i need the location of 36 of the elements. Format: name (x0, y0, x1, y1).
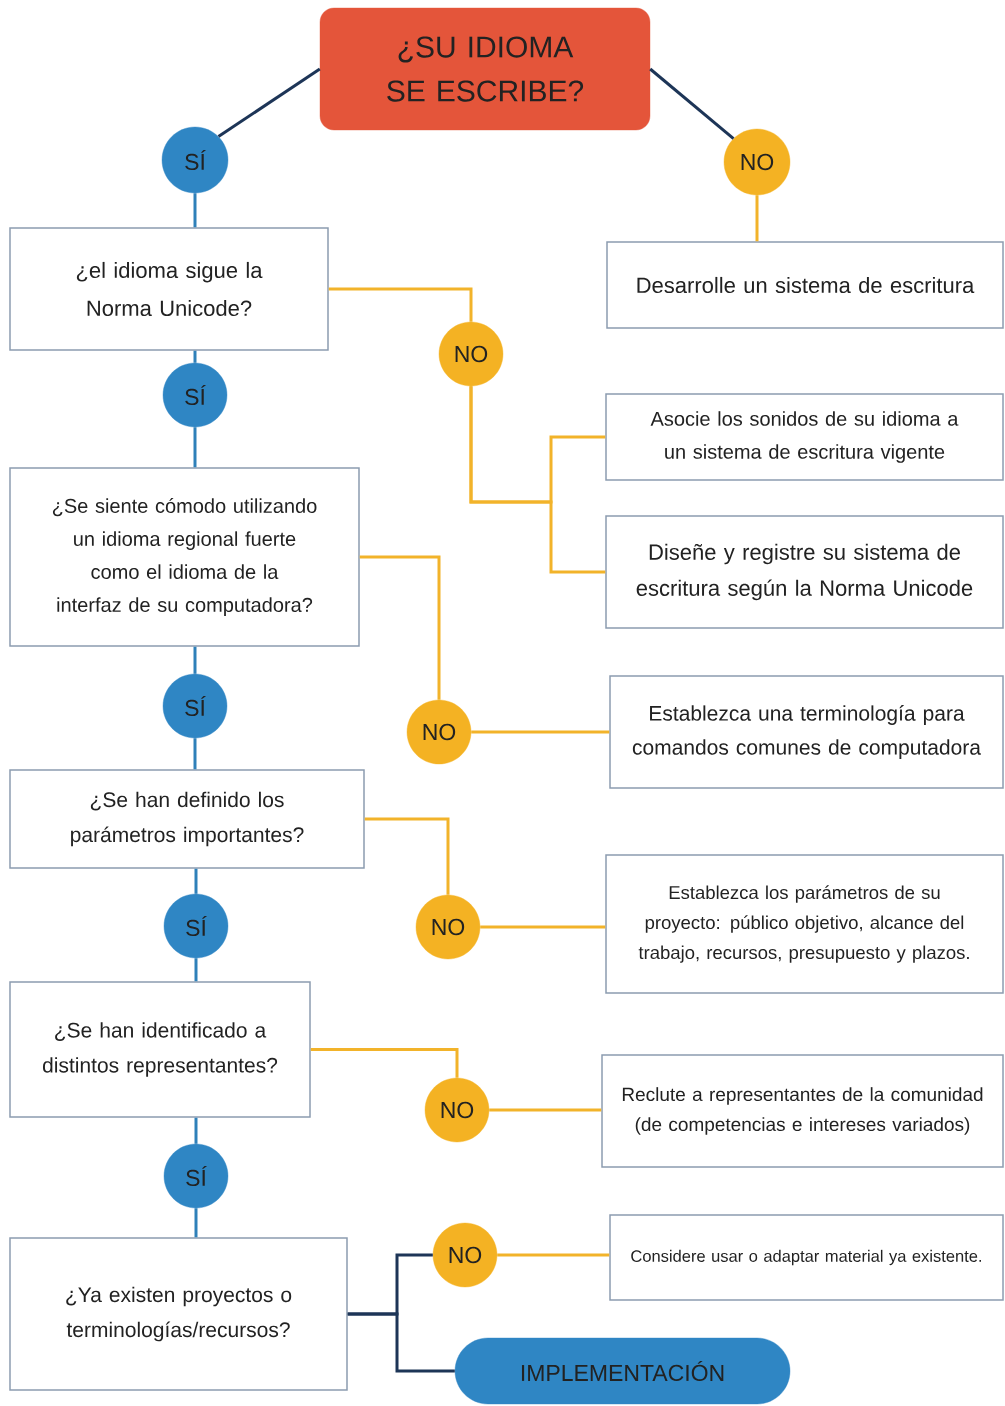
text-box: ¿Ya existen proyectos o terminologías/recursos? (9, 1237, 348, 1391)
connector-line (359, 555, 441, 700)
implementation-pill: IMPLEMENTACIÓN (454, 1337, 791, 1405)
text-box: ¿el idioma sigue la Norma Unicode? (9, 227, 329, 351)
connector-line (193, 738, 197, 770)
text-box: ¿Se han identificado a distintos representantes? (9, 981, 311, 1118)
connector-line (469, 386, 606, 574)
connector-line (497, 1253, 610, 1257)
text-box: Establezca una terminología para comandos comunes de computadora (609, 675, 1004, 789)
connector-line (194, 1208, 198, 1238)
connector-line (217, 67, 321, 138)
text-box: ¿Se han definido los parámetros importantes? (9, 769, 365, 869)
connector-line (310, 1048, 459, 1078)
connector-line (193, 350, 197, 363)
connector-line (328, 287, 473, 322)
connector-line (194, 868, 198, 894)
title-box: ¿SU IDIOMA SE ESCRIBE? (319, 7, 651, 131)
connector-line (489, 1108, 602, 1112)
connector-line (194, 958, 198, 982)
text-box: Asocie los sonidos de su idioma a un sistema de escritura vigente (605, 393, 1004, 481)
connector-line (347, 1312, 455, 1373)
text-box: Desarrolle un sistema de escritura (606, 241, 1004, 329)
text-box: Diseñe y registre su sistema de escritura según la Norma Unicode (605, 515, 1004, 629)
text-box: Establezca los parámetros de su proyecto: público objetivo, alcance del trabajo, recursos, presupuesto y plazos. (605, 854, 1004, 994)
connector-line (480, 925, 606, 929)
connector-line (471, 730, 610, 734)
connector-line (364, 817, 450, 895)
connector-line (193, 427, 197, 468)
connector-line (755, 195, 759, 242)
connector-line (194, 1117, 198, 1144)
text-box: Reclute a representantes de la comunidad (de competencias e intereses variados) (601, 1054, 1004, 1168)
connector-line (193, 646, 197, 674)
connector-line (649, 67, 735, 140)
text-box: Considere usar o adaptar material ya existente. (609, 1214, 1004, 1301)
connector-line (193, 193, 197, 228)
text-box: ¿Se siente cómodo utilizando un idioma regional fuerte como el idioma de la interfaz de su computadora? (9, 467, 360, 647)
